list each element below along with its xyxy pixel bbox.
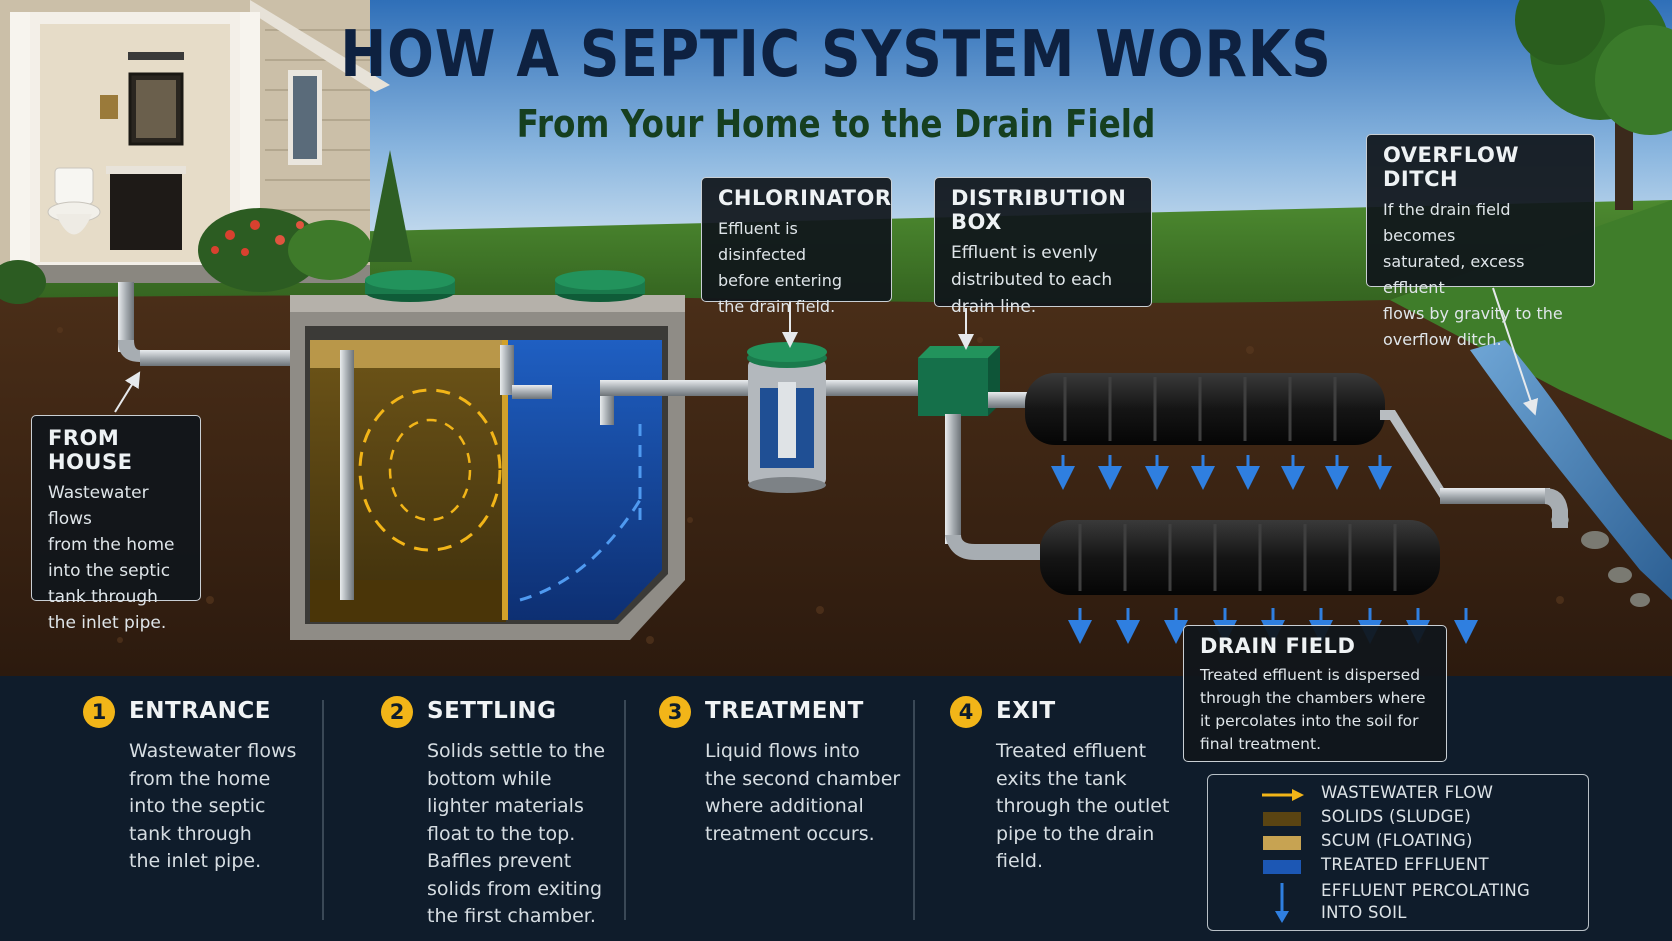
step-number: 4 [950,696,982,728]
step-text: Wastewater flows from the home into the … [129,740,297,872]
vanity-icon [106,52,186,250]
step-divider [322,700,324,920]
step-title: ENTRANCE [129,698,271,724]
legend-item-scum: SCUM (FLOATING) [1208,831,1590,855]
callout-distribution-box: DISTRIBUTION BOX Effluent is evenly dist… [934,177,1152,317]
overflow-pipe-upper [1380,410,1445,498]
callout-title: OVERFLOW DITCH [1383,143,1520,191]
first-chamber [310,340,506,622]
callout-title: DRAIN FIELD [1200,634,1356,658]
step-title: TREATMENT [705,698,864,724]
page-title: HOW A SEPTIC SYSTEM WORKS [340,18,1332,92]
legend-item-wastewater-flow: WASTEWATER FLOW [1208,783,1590,807]
callout-drain-field: DRAIN FIELD Treated effluent is disperse… [1183,625,1447,762]
sludge-layer [310,580,506,622]
overflow-stream [1470,340,1672,600]
distribution-down-pipe [945,414,961,544]
step-text: Liquid flows into the second chamber whe… [705,740,901,845]
second-chamber [506,340,662,620]
callout-from-house: FROM HOUSE Wastewater flows from the hom… [31,415,201,633]
percolation-arrows-upper [1051,455,1392,490]
step-divider [913,700,915,920]
legend-item-solids: SOLIDS (SLUDGE) [1208,807,1590,831]
shrub-icon [0,150,412,304]
callout-text: If the drain field becomes saturated, ex… [1383,200,1563,349]
callout-title: CHLORINATOR [718,186,892,210]
step-title: SETTLING [427,698,557,724]
septic-tank-icon [290,270,750,640]
stream-rocks [1551,514,1650,607]
drain-chamber-lower [1040,520,1440,595]
chlorinator-icon [747,342,827,493]
step-number: 2 [381,696,413,728]
step-title: EXIT [996,698,1056,724]
arrow-right-icon [1262,789,1304,801]
bank-grass [1390,200,1672,440]
arrow-down-icon [1275,883,1289,923]
page-subtitle: From Your Home to the Drain Field [516,102,1156,146]
toilet-icon [47,167,101,235]
legend-item-percolating: EFFLUENT PERCOLATING INTO SOIL [1208,881,1590,927]
callout-pointers [114,287,1539,416]
step-text: Treated effluent exits the tank through … [996,740,1170,872]
scum-layer [310,340,506,368]
callout-title: DISTRIBUTION BOX [951,186,1127,234]
callout-text: Effluent is evenly distributed to each d… [951,243,1113,317]
chlorinator-outlet-pipe [826,380,924,396]
step-number: 1 [83,696,115,728]
callout-text: Wastewater flows from the home into the … [48,483,175,633]
tree-icon [1515,0,1672,210]
callout-text: Treated effluent is dispersed through th… [1200,666,1426,753]
step-text: Solids settle to the bottom while lighte… [427,740,606,927]
legend-item-effluent: TREATED EFFLUENT [1208,855,1590,879]
distribution-box-icon [918,346,1000,416]
swatch-sludge [1263,812,1301,826]
wall-art [100,95,118,119]
drain-chamber-upper [1025,373,1385,445]
callout-text: Effluent is disinfected before entering … [718,219,842,316]
overflow-pipe [1440,488,1550,504]
swatch-effluent [1263,860,1301,874]
step-divider [624,700,626,920]
callout-title: FROM HOUSE [48,426,133,474]
swatch-scum [1263,836,1301,850]
legend: WASTEWATER FLOW SOLIDS (SLUDGE) SCUM (FL… [1207,774,1589,931]
step-number: 3 [659,696,691,728]
callout-chlorinator: CHLORINATOR Effluent is disinfected befo… [701,177,892,316]
callout-overflow-ditch: OVERFLOW DITCH If the drain field become… [1366,134,1595,349]
